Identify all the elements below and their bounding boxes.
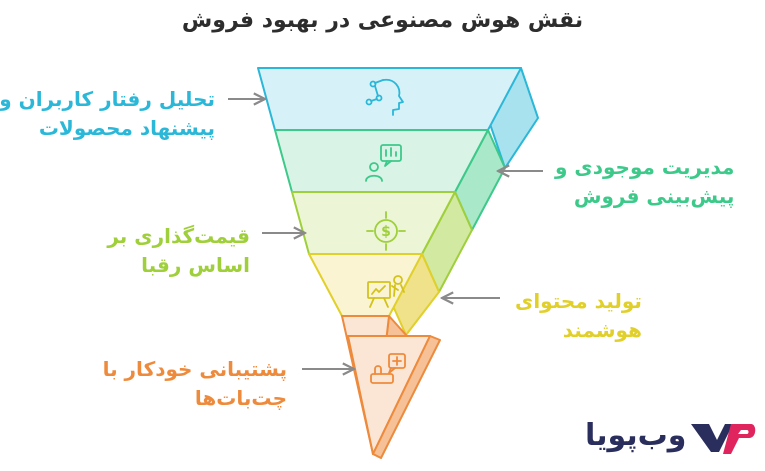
funnel-stage-4 <box>308 253 440 336</box>
stage-1-label-line-2: پیشنهاد محصولات <box>38 116 215 140</box>
presentation-icon <box>367 275 405 308</box>
diagram-title: نقش هوش مصنوعی در بهبود فروش <box>181 8 584 33</box>
funnel-stage-1-face <box>257 67 522 131</box>
funnel-stage-2 <box>274 129 506 231</box>
svg-text:$: $ <box>381 224 391 240</box>
brand-logo-text: وب‌پویا <box>585 418 687 453</box>
brand-logo: وب‌پویا <box>585 412 760 462</box>
stage-3-label: قیمت‌گذاری بر اساس رقبا <box>107 222 250 280</box>
stage-2-label-line-2: پیش‌بینی فروش <box>573 184 735 208</box>
stage-1-label-line-1: تحلیل رفتار کاربران و <box>0 87 215 111</box>
stage-5-label-line-1: پشتیبانی خودکار با <box>102 357 287 381</box>
stage-4-label-line-2: هوشمند <box>562 318 642 342</box>
brand-mark-icon <box>691 424 756 454</box>
stage-5-label: پشتیبانی خودکار با چت‌بات‌ها <box>103 355 287 413</box>
stage-3-label-line-1: قیمت‌گذاری بر <box>107 224 250 248</box>
stage-5-label-line-2: چت‌بات‌ها <box>194 386 287 410</box>
person-chart-icon <box>365 144 402 182</box>
head-network-icon <box>365 78 404 116</box>
funnel-stage-1 <box>257 67 539 169</box>
chat-support-icon <box>370 353 406 384</box>
stage-4-label: تولید محتوای هوشمند <box>515 287 642 345</box>
stage-2-label-line-1: مدیریت موجودی و <box>555 155 735 179</box>
stage-2-label: مدیریت موجودی و پیش‌بینی فروش <box>555 153 734 211</box>
stage-3-label-line-2: اساس رقبا <box>141 253 250 277</box>
stage-4-label-line-1: تولید محتوای <box>515 289 642 313</box>
funnel-stage-5 <box>341 315 441 459</box>
dollar-target-icon: $ <box>366 211 406 251</box>
stage-1-label: تحلیل رفتار کاربران و پیشنهاد محصولات <box>0 85 215 143</box>
